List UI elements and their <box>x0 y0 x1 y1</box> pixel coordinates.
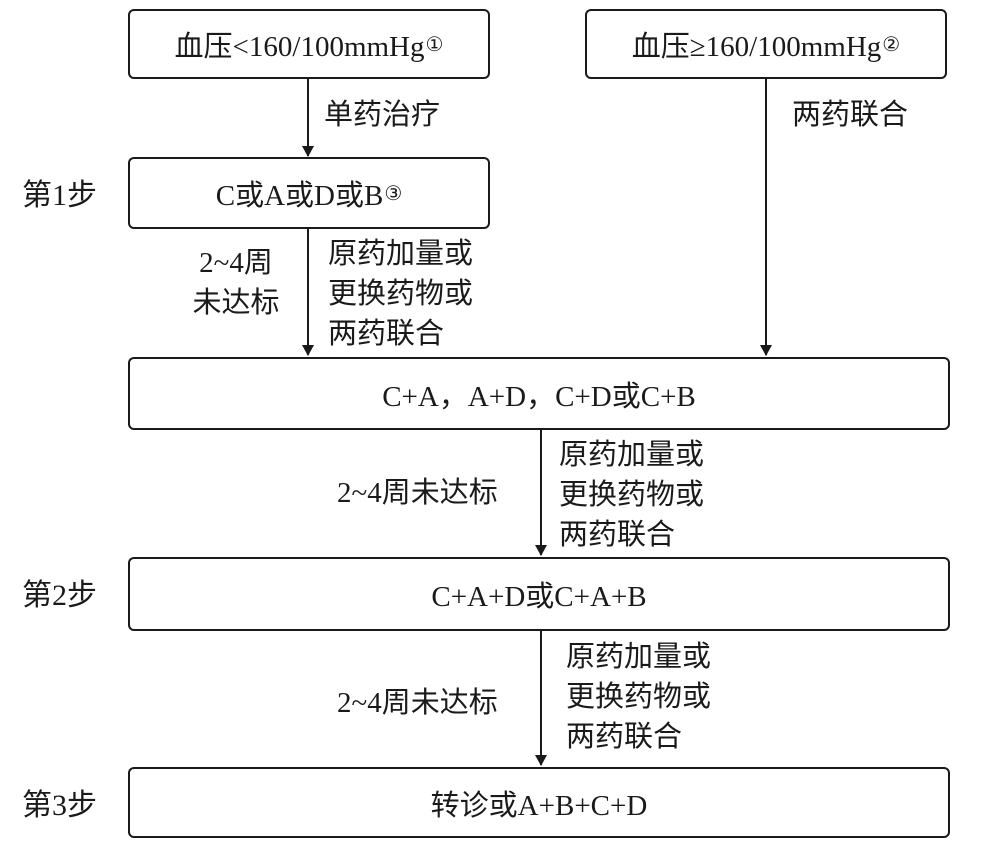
step-1-label: 第1步 <box>22 179 97 212</box>
step3-text: 转诊或A+B+C+D <box>430 789 648 822</box>
adjust-line: 两药联合 <box>328 318 445 350</box>
wait-label-1: 2~4周 未达标 <box>176 243 296 323</box>
step1-text: C或A或D或B <box>215 180 384 212</box>
footnote-marker: ③ <box>384 182 403 205</box>
step3-box: 转诊或A+B+C+D <box>128 767 950 838</box>
dual-therapy-label: 两药联合 <box>792 99 909 131</box>
adjust-label-3: 原药加量或 更换药物或 两药联合 <box>566 637 711 757</box>
wait-line: 未达标 <box>192 287 280 319</box>
adjust-line: 原药加量或 <box>328 238 474 270</box>
wait-line: 2~4周 <box>199 247 273 279</box>
adjust-line: 更换药物或 <box>328 278 474 310</box>
adjust-line: 两药联合 <box>566 721 683 753</box>
adjust-label-2: 原药加量或 更换药物或 两药联合 <box>559 435 704 555</box>
monotherapy-label: 单药治疗 <box>324 99 441 131</box>
step2-box: C+A+D或C+A+B <box>128 557 950 631</box>
adjust-line: 两药联合 <box>559 519 676 551</box>
adjust-line: 原药加量或 <box>566 641 712 673</box>
adjust-label-1: 原药加量或 更换药物或 两药联合 <box>328 234 473 354</box>
two-drug-combo-box: C+A，A+D，C+D或C+B <box>128 357 950 430</box>
wait-label-3: 2~4周未达标 <box>337 687 498 719</box>
two-drug-combo-text: C+A，A+D，C+D或C+B <box>382 380 696 413</box>
bp-high-text: 血压≥160/100mmHg <box>631 31 882 63</box>
adjust-line: 更换药物或 <box>559 479 705 511</box>
adjust-line: 原药加量或 <box>559 439 705 471</box>
step-3-label: 第3步 <box>22 789 97 822</box>
step-2-label: 第2步 <box>22 579 97 612</box>
footnote-marker: ① <box>425 33 444 56</box>
bp-low-text: 血压<160/100mmHg <box>174 31 425 63</box>
wait-label-2: 2~4周未达标 <box>337 477 498 509</box>
step2-text: C+A+D或C+A+B <box>431 581 647 613</box>
adjust-line: 更换药物或 <box>566 681 712 713</box>
footnote-marker: ② <box>882 33 901 56</box>
